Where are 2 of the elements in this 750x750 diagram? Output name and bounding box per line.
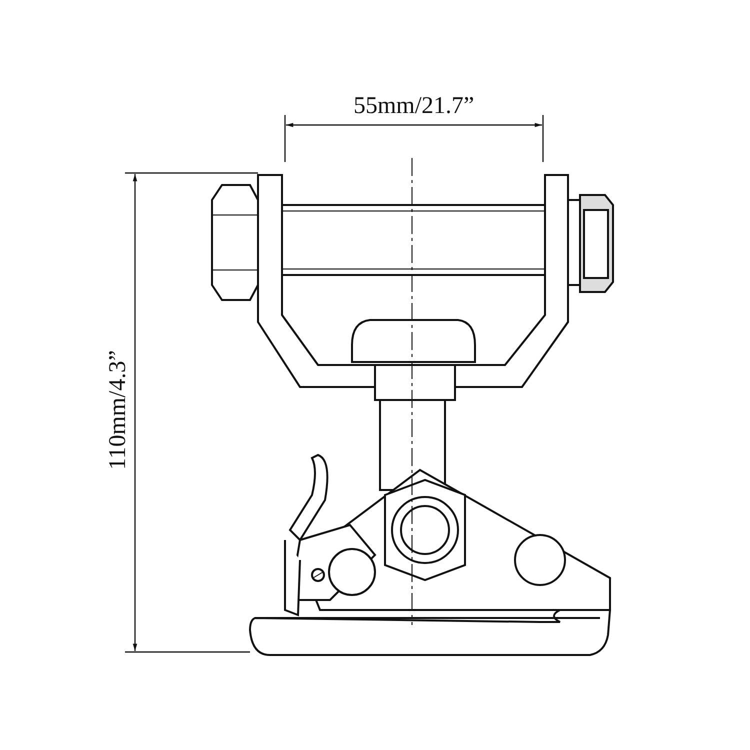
dimension-label: 55mm/21.7” [354,94,474,118]
dimension-label: 110mm/4.3” [106,350,130,470]
